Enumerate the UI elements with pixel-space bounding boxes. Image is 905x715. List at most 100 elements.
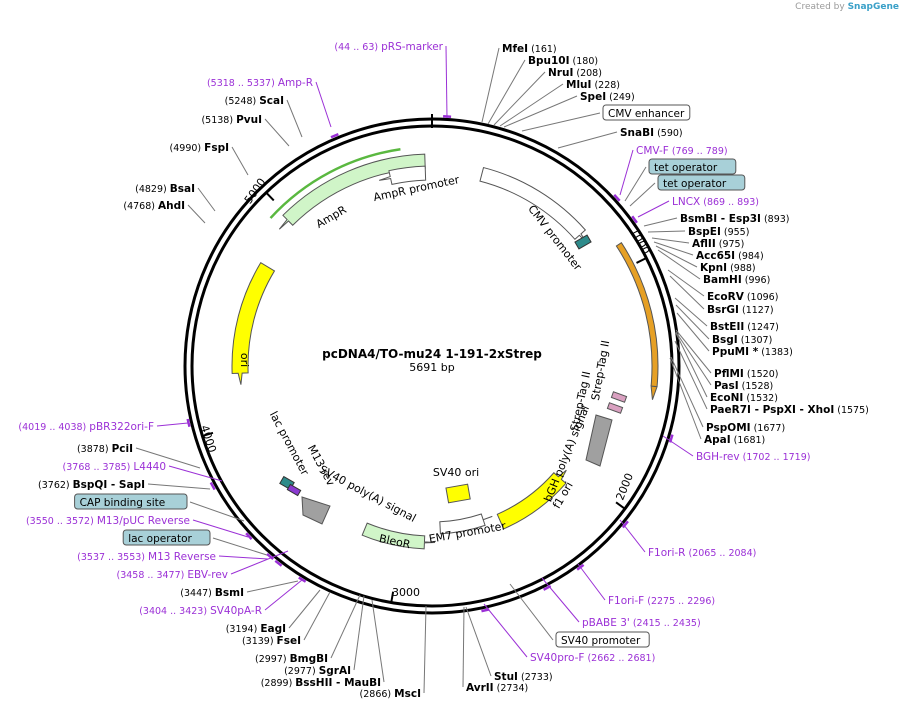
site-label-ppumi[interactable]: PpuMI * (1383)	[712, 346, 793, 358]
leader-line	[669, 357, 702, 440]
site-label-m13-reverse[interactable]: (3537 .. 3553) M13 Reverse	[77, 551, 216, 563]
site-label-sv40pa-r[interactable]: (3404 .. 3423) SV40pA-R	[139, 605, 262, 617]
ori-arrow	[231, 261, 276, 385]
site-label-acc65i[interactable]: Acc65I (984)	[696, 250, 764, 262]
snapgene-credit: Created by SnapGene	[795, 2, 899, 12]
site-label-scai[interactable]: (5248) ScaI	[225, 95, 284, 107]
site-label-bsmi[interactable]: (3447) BsmI	[180, 587, 244, 599]
site-label-kpni[interactable]: KpnI (988)	[700, 262, 756, 274]
site-label-f1ori-f[interactable]: F1ori-F (2275 .. 2296)	[608, 595, 715, 607]
site-label-sgrai[interactable]: (2977) SgrAI	[284, 665, 351, 677]
label-pos: (1702 .. 1719)	[740, 452, 811, 463]
site-label-prs-marker[interactable]: (44 .. 63) pRS-marker	[334, 41, 443, 53]
site-label-stui[interactable]: StuI (2733)	[494, 671, 553, 683]
site-label-fspi[interactable]: (4990) FspI	[170, 142, 229, 154]
leader-line	[577, 563, 606, 601]
label-name: PflMI	[714, 368, 744, 380]
site-label-bspqi[interactable]: (3762) BspQI - SapI	[38, 479, 145, 491]
leader-line	[330, 594, 361, 659]
site-label-pcii[interactable]: (3878) PciI	[77, 443, 133, 455]
leader-line	[156, 422, 189, 427]
site-label-pbr322ori-f[interactable]: (4019 .. 4038) pBR322ori-F	[18, 421, 154, 433]
leader-line	[643, 217, 678, 227]
label-pos: (249)	[606, 92, 635, 103]
site-label-mfei[interactable]: MfeI (161)	[502, 43, 557, 55]
scale-tick-label: 3000	[392, 586, 420, 599]
site-label-text: CMV-F (769 .. 789)	[636, 145, 728, 157]
site-label-bamhi[interactable]: BamHI (996)	[703, 274, 770, 286]
site-label-cap-binding-site[interactable]: CAP binding site	[74, 493, 188, 510]
site-label-lac-operator[interactable]: lac operator	[122, 529, 211, 546]
leader-line	[541, 577, 580, 623]
site-label-sv40pro-f[interactable]: SV40pro-F (2662 .. 2681)	[530, 652, 655, 664]
site-label-spei[interactable]: SpeI (249)	[580, 91, 635, 103]
site-label-snabi[interactable]: SnaBI (590)	[620, 127, 683, 139]
label-pos: (3878)	[77, 444, 112, 455]
site-label-tet-operator[interactable]: tet operator	[648, 158, 737, 175]
site-label-pspomi[interactable]: PspOMI (1677)	[706, 422, 785, 434]
label-name: PciI	[112, 443, 133, 455]
site-label-nrui[interactable]: NruI (208)	[548, 67, 602, 79]
site-label-eagi[interactable]: (3194) EagI	[226, 623, 286, 635]
feature-box-text: CMV enhancer	[608, 108, 685, 120]
site-label-m13-puc-reverse[interactable]: (3550 .. 3572) M13/pUC Reverse	[26, 515, 190, 527]
label-name: AflII	[692, 238, 716, 250]
site-label-ecorv[interactable]: EcoRV (1096)	[707, 291, 778, 303]
sv40-polya-block	[301, 496, 331, 525]
site-label-bgh-rev[interactable]: BGH-rev (1702 .. 1719)	[696, 451, 810, 463]
site-label-bsgi[interactable]: BsgI (1307)	[712, 334, 772, 346]
site-label-sv40-promoter[interactable]: SV40 promoter	[555, 631, 650, 648]
label-name: MfeI	[502, 43, 528, 55]
site-label-f1ori-r[interactable]: F1ori-R (2065 .. 2084)	[648, 547, 756, 559]
site-label-ahdi[interactable]: (4768) AhdI	[123, 200, 185, 212]
site-label-bsai[interactable]: (4829) BsaI	[135, 183, 195, 195]
site-label-lncx[interactable]: LNCX (869 .. 893)	[672, 196, 759, 208]
site-label-l4440[interactable]: (3768 .. 3785) L4440	[63, 461, 166, 473]
site-label-fsei[interactable]: (3139) FseI	[242, 635, 301, 647]
leader-line	[503, 95, 578, 128]
site-label-ebv-rev[interactable]: (3458 .. 3477) EBV-rev	[116, 569, 228, 581]
site-label-avrii[interactable]: AvrII (2734)	[466, 682, 528, 694]
site-label-text: (3404 .. 3423) SV40pA-R	[139, 605, 262, 617]
site-label-bsrgi[interactable]: BsrGI (1127)	[707, 304, 774, 316]
site-label-mlui[interactable]: MluI (228)	[566, 79, 620, 91]
site-label-text: BstEII (1247)	[710, 321, 779, 333]
amp-promoter-arrow	[379, 165, 427, 185]
site-label-tet-operator[interactable]: tet operator	[657, 174, 746, 191]
label-name: AhdI	[158, 200, 185, 212]
site-label-bsshii[interactable]: (2899) BssHII - MauBI	[261, 677, 381, 689]
site-label-bspei[interactable]: BspEI (955)	[688, 226, 749, 238]
site-label-amp-r[interactable]: (5318 .. 5337) Amp-R	[207, 77, 313, 89]
site-label-bsmbi[interactable]: BsmBI - Esp3I (893)	[680, 213, 790, 225]
site-label-pbabe-3[interactable]: pBABE 3' (2415 .. 2435)	[582, 617, 701, 629]
site-label-econi[interactable]: EcoNI (1532)	[710, 392, 778, 404]
site-label-bmgbi[interactable]: (2997) BmgBI	[255, 653, 328, 665]
site-label-text: (3878) PciI	[77, 443, 133, 455]
site-label-apai[interactable]: ApaI (1681)	[704, 434, 765, 446]
site-label-cmv-f[interactable]: CMV-F (769 .. 789)	[636, 145, 728, 157]
site-label-pvui[interactable]: (5138) PvuI	[201, 114, 262, 126]
site-label-bpu10i[interactable]: Bpu10I (180)	[528, 55, 598, 67]
site-label-pasi[interactable]: PasI (1528)	[714, 380, 773, 392]
primer-mark	[298, 576, 307, 583]
feature-box-text: SV40 promoter	[561, 635, 641, 647]
label-pos: (2733)	[518, 672, 553, 683]
site-label-paer7i[interactable]: PaeR7I - PspXI - XhoI (1575)	[710, 404, 869, 416]
sv40-ori-block	[445, 483, 471, 504]
label-pos: (1383)	[758, 347, 793, 358]
feature-box	[74, 493, 188, 510]
site-label-text: (3537 .. 3553) M13 Reverse	[77, 551, 216, 563]
site-label-aflii[interactable]: AflII (975)	[692, 238, 744, 250]
site-label-pflmi[interactable]: PflMI (1520)	[714, 368, 778, 380]
label-name: BsmI	[215, 587, 244, 599]
label-pos: (1528)	[739, 381, 774, 392]
label-name: NruI	[548, 67, 573, 79]
leader-line	[423, 605, 427, 694]
site-labels: MfeI (161)Bpu10I (180)NruI (208)MluI (22…	[18, 41, 868, 700]
label-name: SgrAI	[319, 665, 351, 677]
site-label-cmv-enhancer[interactable]: CMV enhancer	[602, 104, 691, 121]
site-label-msci[interactable]: (2866) MscI	[360, 688, 421, 700]
site-label-text: PaeR7I - PspXI - XhoI (1575)	[710, 404, 869, 416]
site-label-bsteii[interactable]: BstEII (1247)	[710, 321, 779, 333]
